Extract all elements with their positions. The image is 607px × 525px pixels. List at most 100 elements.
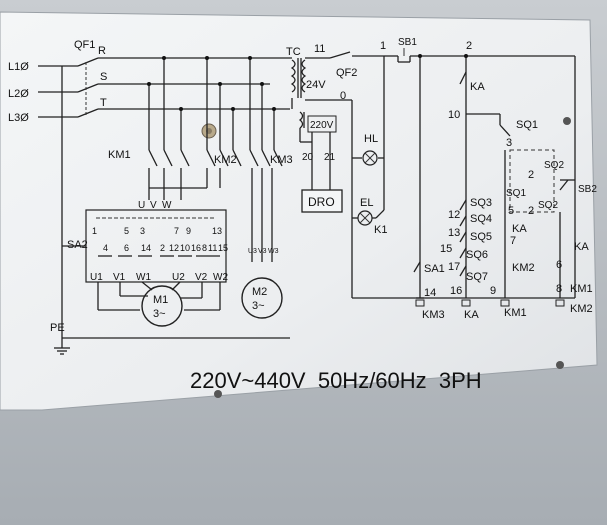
sa2-label: SA2 [67,239,88,251]
qf1-label: QF1 [74,39,95,51]
el-label: EL [360,197,373,209]
km2-contacts [149,149,242,189]
dro-terminal-21: 21 [324,152,336,163]
bus-drop-wires [147,56,276,150]
sw-top-5: 5 [124,226,129,236]
bus-t-label: T [100,97,107,109]
km3-contacts [249,149,283,262]
sq2-mid-label: SQ2 [538,200,558,211]
node-1-label: 1 [380,40,386,52]
secondary-voltage-label: 24V [306,79,326,91]
coil-ka-icon [461,299,471,307]
node-5-label: 5 [508,205,514,217]
coil-km2-label: KM2 [570,303,593,315]
node-0-label: 0 [340,90,346,102]
ka-contact [459,71,467,85]
sw-top-13: 13 [212,226,222,236]
power-input-wires [38,57,292,118]
bus-w-label: W [162,200,172,211]
km1-branch-label: KM1 [570,283,593,295]
node-2-label: 2 [466,40,472,52]
coil-km1-label: KM1 [504,307,527,319]
sw-bot-15: 15 [218,243,228,253]
screw-icon [201,123,217,139]
node-13-label: 13 [448,227,460,239]
control-top-bus [383,48,576,298]
sq2-sb2-group [509,149,555,213]
motor-m1-wires [97,281,221,311]
motor-m1-label: M1 [153,294,168,306]
node-9-label: 9 [490,285,496,297]
node-10-label: 10 [448,109,460,121]
sq2-top-label: SQ2 [544,160,564,171]
coil-km3-icon [415,297,425,307]
m1-term-u2: U2 [172,272,185,283]
sq3-label: SQ3 [470,197,492,209]
pe-label: PE [50,322,65,334]
coil-km1-icon [500,299,510,307]
dro-box [301,189,343,213]
sq6-label: SQ6 [466,249,488,261]
lamp-hl-icon [352,150,384,166]
km1-contacts [148,149,190,200]
node-6-label: 6 [556,259,562,271]
transformer-tc [290,57,330,109]
ka-contact-label: KA [470,81,485,93]
sw-bot-12: 12 [169,243,179,253]
m1-term-v2: V2 [195,272,208,283]
sw-top-7: 7 [174,226,179,236]
motor-m1 [141,285,183,327]
node-8-label: 8 [556,283,562,295]
input-l1-label: L1Ø [8,61,29,73]
sw-bot-10: 10 [180,243,190,253]
m1-term-u1: U1 [90,272,103,283]
motor-m2 [241,277,283,319]
sw-top-1: 1 [92,226,97,236]
sw-top-9: 9 [186,226,191,236]
motor-m1-phase: 3~ [153,308,166,320]
sw-bot-16: 16 [191,243,201,253]
node-15-label: 15 [440,243,452,255]
input-l3-label: L3Ø [8,112,29,124]
m1-term-w2: W2 [213,272,228,283]
pe-wire [54,66,290,355]
bus-v-label: V [150,200,157,211]
node-3-label: 3 [506,137,512,149]
transformer-dro-winding [298,111,312,143]
tc-label: TC [286,46,301,58]
coil-km3-label: KM3 [422,309,445,321]
sb1-label: SB1 [398,37,417,48]
node-17-label: 17 [448,261,460,273]
sw-bot-6: 6 [124,243,129,253]
motor-m2-phase: 3~ [252,300,265,312]
m1-term-v1: V1 [113,272,126,283]
qf2-label: QF2 [336,67,357,79]
bus-s-label: S [100,71,107,83]
sb2-label: SB2 [578,184,597,195]
sq-chain-wires [459,199,467,277]
m1-term-w1: W1 [136,272,151,283]
bus-r-label: R [98,45,106,57]
motor-m2-label: M2 [252,286,267,298]
input-l2-label: L2Ø [8,88,29,100]
node-4-label: 2 [528,205,534,217]
rating-text: 220V~440V 50Hz/60Hz 3PH [190,368,482,393]
node-14-label: 14 [424,287,436,299]
sq4-label: SQ4 [470,213,492,225]
coil-km2-icon [555,299,565,307]
sq5-label: SQ5 [470,231,492,243]
coil-ka-label: KA [464,309,479,321]
sq1-top-label: SQ1 [516,119,538,131]
lamp-el-icon [352,209,385,226]
node-7-label: 7 [510,235,516,247]
m2-term-u3: U3 [248,248,257,255]
dro-supply-box [307,115,337,133]
km3-label: KM3 [270,154,293,166]
screw-icon [563,117,571,125]
m2-term-v3: V3 [258,248,267,255]
node-11-label: 11 [314,43,325,55]
node-2b-label: 2 [528,169,534,181]
m2-term-w3: W3 [268,248,279,255]
km2-label: KM2 [214,154,237,166]
dro-voltage-label: 220V [310,120,334,131]
